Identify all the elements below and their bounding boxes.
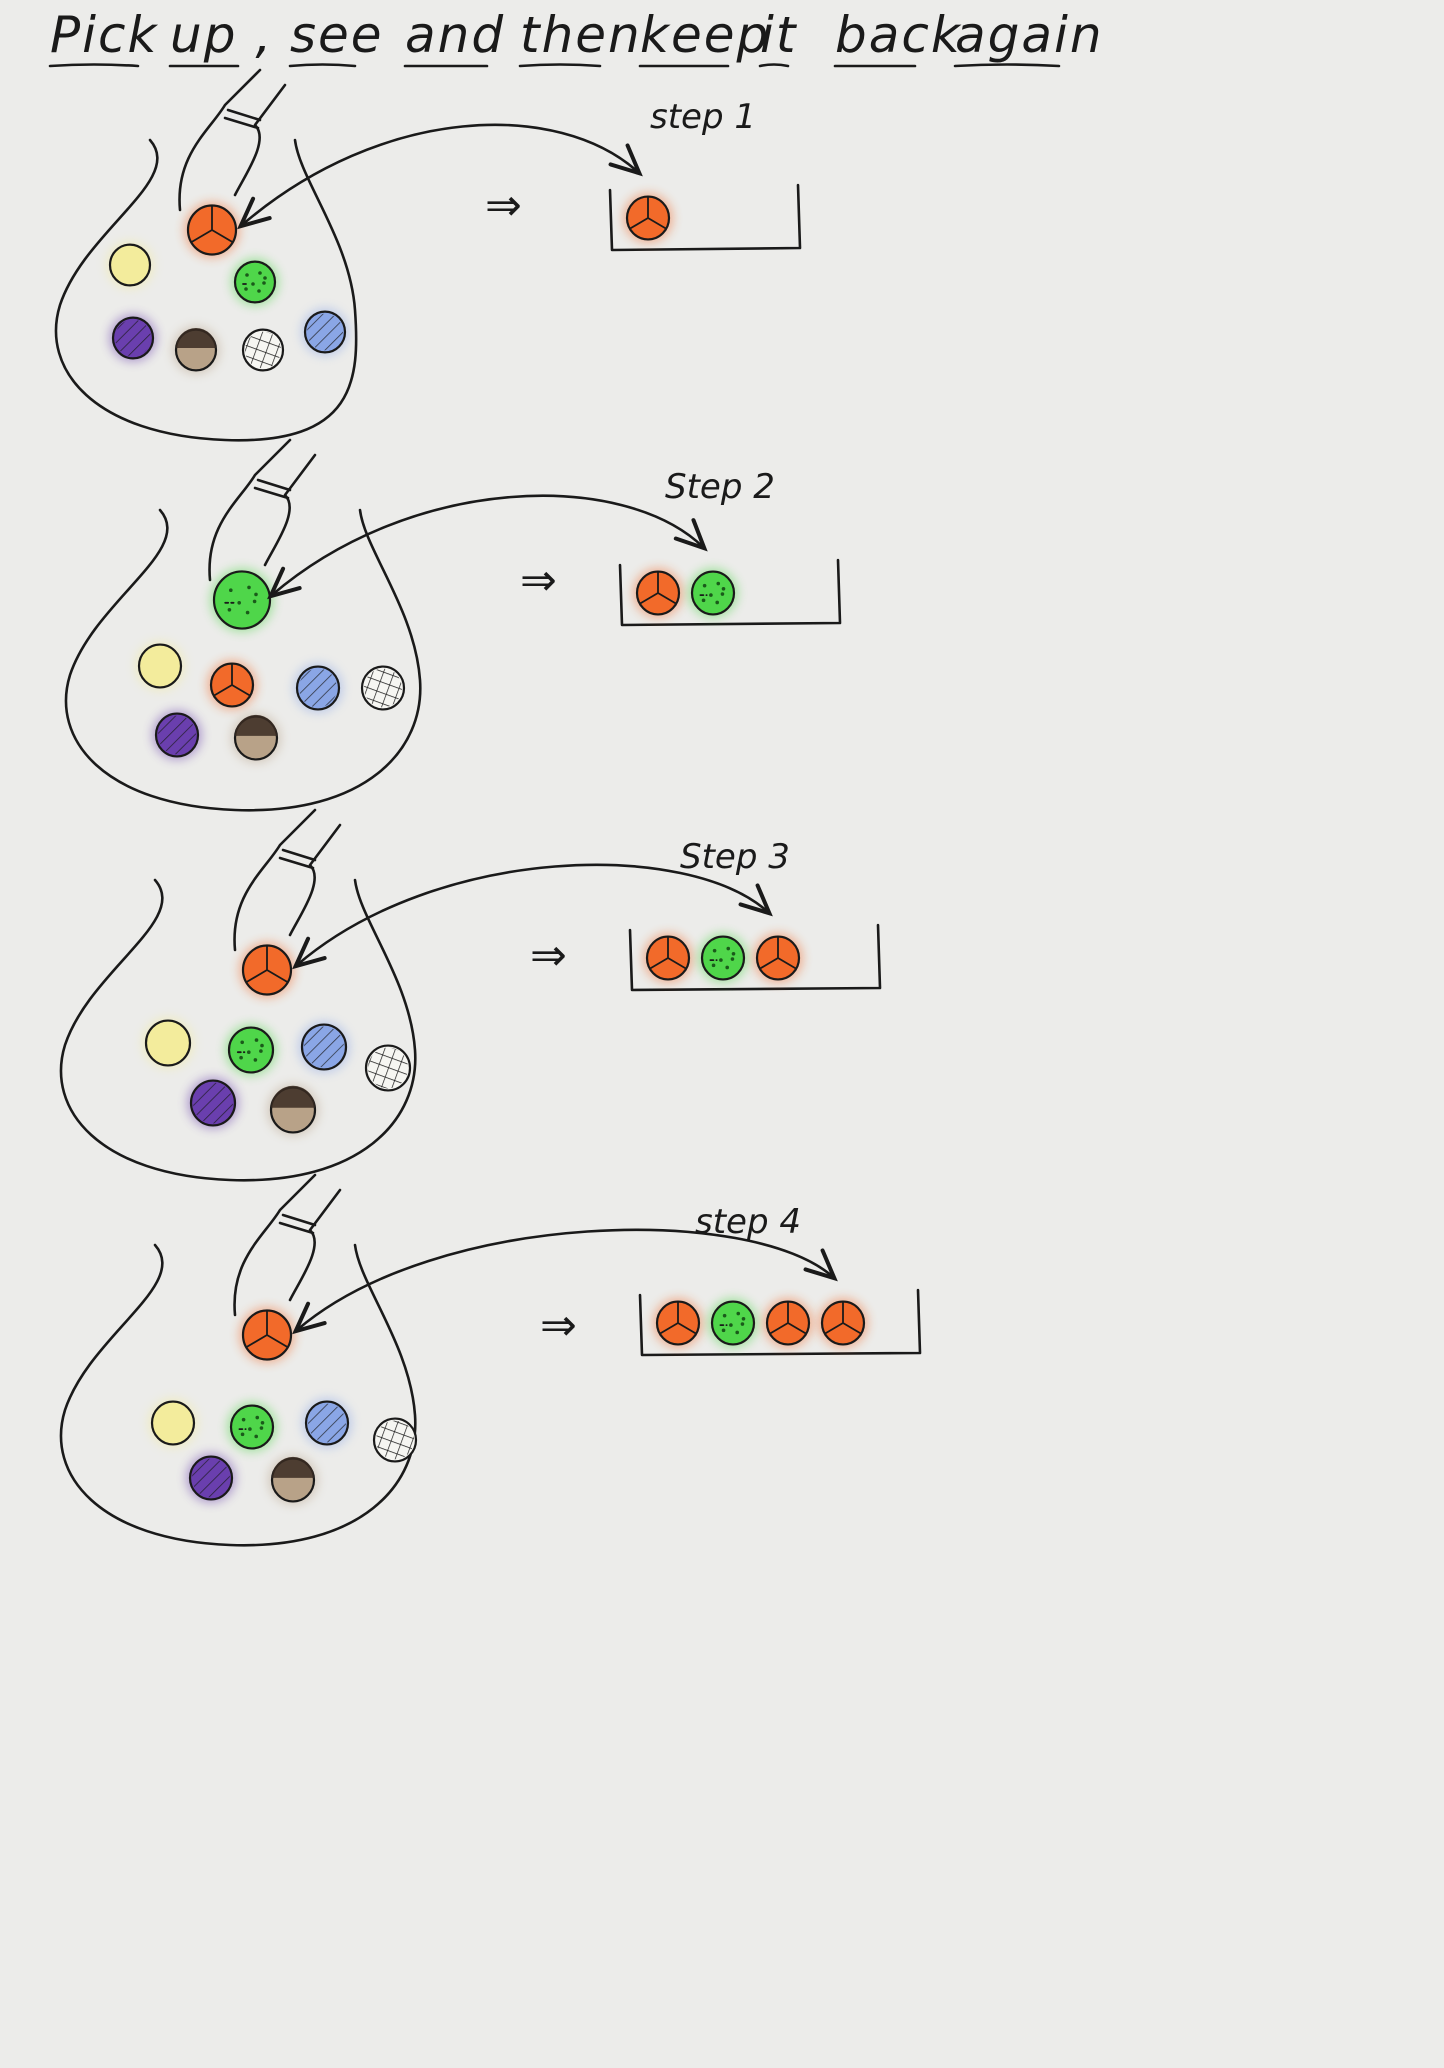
orange-ball [623,193,673,243]
brown-ball [268,1455,318,1505]
green-ball [225,1024,277,1076]
orange-ball [653,1298,703,1348]
title-word: Pick [50,6,159,64]
blue-ball [298,1021,350,1073]
replacement-arrow [237,123,643,230]
white-ball [364,1044,412,1092]
brown-ball [267,1084,319,1136]
implies-arrow: ⇒ [520,555,557,606]
title-word: it [760,6,798,64]
step-label: step 4 [695,1202,801,1242]
bag-outline [59,1243,417,1547]
purple-ball [186,1453,236,1503]
yellow-ball [142,1017,194,1069]
title-underline [288,63,357,68]
title-underline [518,63,602,68]
orange-ball [633,568,683,618]
title-word: keep [640,6,770,64]
title-word: back [835,6,962,64]
yellow-ball [106,241,154,289]
orange-ball [763,1298,813,1348]
step-2: Step 2 ⇒ [64,438,842,812]
green-ball [698,933,748,983]
brown-ball [172,326,220,374]
replacement-arrow [267,494,708,600]
step-3: Step 3 ⇒ [59,808,882,1182]
blue-ball [301,308,349,356]
title-word: again [955,6,1104,64]
orange-ball [184,202,240,258]
orange-ball [239,1307,295,1363]
orange-ball [643,933,693,983]
brown-ball [231,713,281,763]
orange-ball [753,933,803,983]
title-underline [48,63,140,68]
hand [233,808,342,952]
green-ball [708,1298,758,1348]
implies-arrow: ⇒ [485,180,522,231]
purple-ball [152,710,202,760]
step-label: step 1 [650,97,756,137]
replacement-arrow [292,1228,838,1335]
white-ball [241,328,285,372]
title-underline [953,63,1061,68]
title-word: see [290,6,384,64]
hand [233,1173,342,1317]
replacement-arrow [292,863,773,970]
purple-ball [187,1077,239,1129]
implies-arrow: ⇒ [530,930,567,981]
orange-ball [239,942,295,998]
bag-outline [59,878,417,1182]
title-underline [758,63,790,68]
orange-ball [207,660,257,710]
purple-ball [109,314,157,362]
white-ball [360,665,406,711]
blue-ball [302,1398,352,1448]
yellow-ball [135,641,185,691]
yellow-ball [148,1398,198,1448]
title-word: and [405,6,505,64]
steps: step 1 ⇒ Step 2 ⇒ Step 3 ⇒ step 4 ⇒ [54,68,922,1547]
blue-ball [293,663,343,713]
green-ball [688,568,738,618]
green-ball [231,258,279,306]
implies-arrow: ⇒ [540,1300,577,1351]
step-label: Step 3 [680,837,790,877]
hand [208,438,317,582]
title-word: then [520,6,642,64]
white-ball [372,1417,418,1463]
step-1: step 1 ⇒ [54,68,802,442]
bag-outline [54,138,358,442]
green-ball [210,568,274,632]
step-label: Step 2 [665,467,775,507]
orange-ball [818,1298,868,1348]
title-word: up , [170,6,273,64]
bag-outline [64,508,422,812]
green-ball [227,1402,277,1452]
step-4: step 4 ⇒ [59,1173,922,1547]
hand [178,68,287,212]
